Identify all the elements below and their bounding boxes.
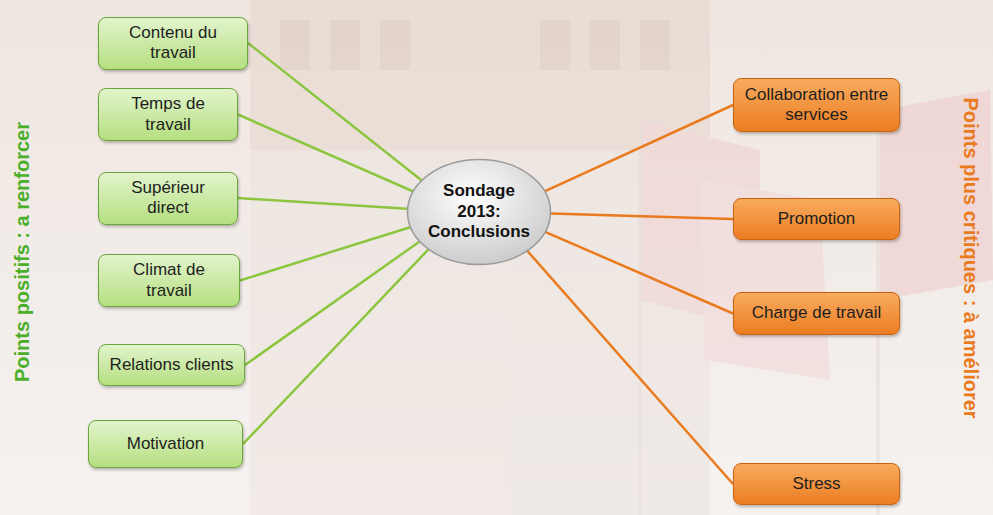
weakness-box: Charge de travail xyxy=(733,292,900,335)
box-text: Charge de travail xyxy=(752,303,881,323)
connector-line xyxy=(245,242,419,365)
strength-box: Contenu du travail xyxy=(98,17,248,70)
box-text: Stress xyxy=(792,474,840,494)
side-heading: Points plus critiques : à améliorer xyxy=(959,97,982,418)
connector-line xyxy=(248,43,421,180)
strength-box: Temps de travail xyxy=(98,88,238,141)
connector-line xyxy=(238,198,407,209)
box-text: Temps de travail xyxy=(109,94,227,135)
connector-line xyxy=(546,232,733,313)
strength-box: Supérieur direct xyxy=(98,172,238,225)
box-text: Collaboration entre services xyxy=(744,85,889,126)
conclusion-ellipse: Sondage 2013: Conclusions xyxy=(406,158,552,266)
box-text: Motivation xyxy=(127,434,204,454)
connector-line xyxy=(238,115,413,192)
box-text: Supérieur direct xyxy=(109,178,227,219)
box-text: Sondage 2013: Conclusions xyxy=(423,181,535,242)
weakness-box: Stress xyxy=(733,463,900,505)
connector-line xyxy=(240,227,410,280)
connector-line xyxy=(545,105,733,191)
strength-box: Relations clients xyxy=(98,344,245,386)
weakness-box: Collaboration entre services xyxy=(733,78,900,132)
box-text: Contenu du travail xyxy=(109,23,237,64)
strength-box: Motivation xyxy=(88,420,243,468)
strength-box: Climat de travail xyxy=(98,254,240,307)
connector-line xyxy=(243,250,428,444)
box-text: Relations clients xyxy=(110,355,234,375)
box-text: Promotion xyxy=(778,209,855,229)
box-text: Climat de travail xyxy=(109,260,229,301)
connector-line xyxy=(528,251,733,484)
weakness-box: Promotion xyxy=(733,198,900,240)
connector-line xyxy=(551,213,733,219)
side-heading: Points positifs : a renforcer xyxy=(11,122,34,382)
